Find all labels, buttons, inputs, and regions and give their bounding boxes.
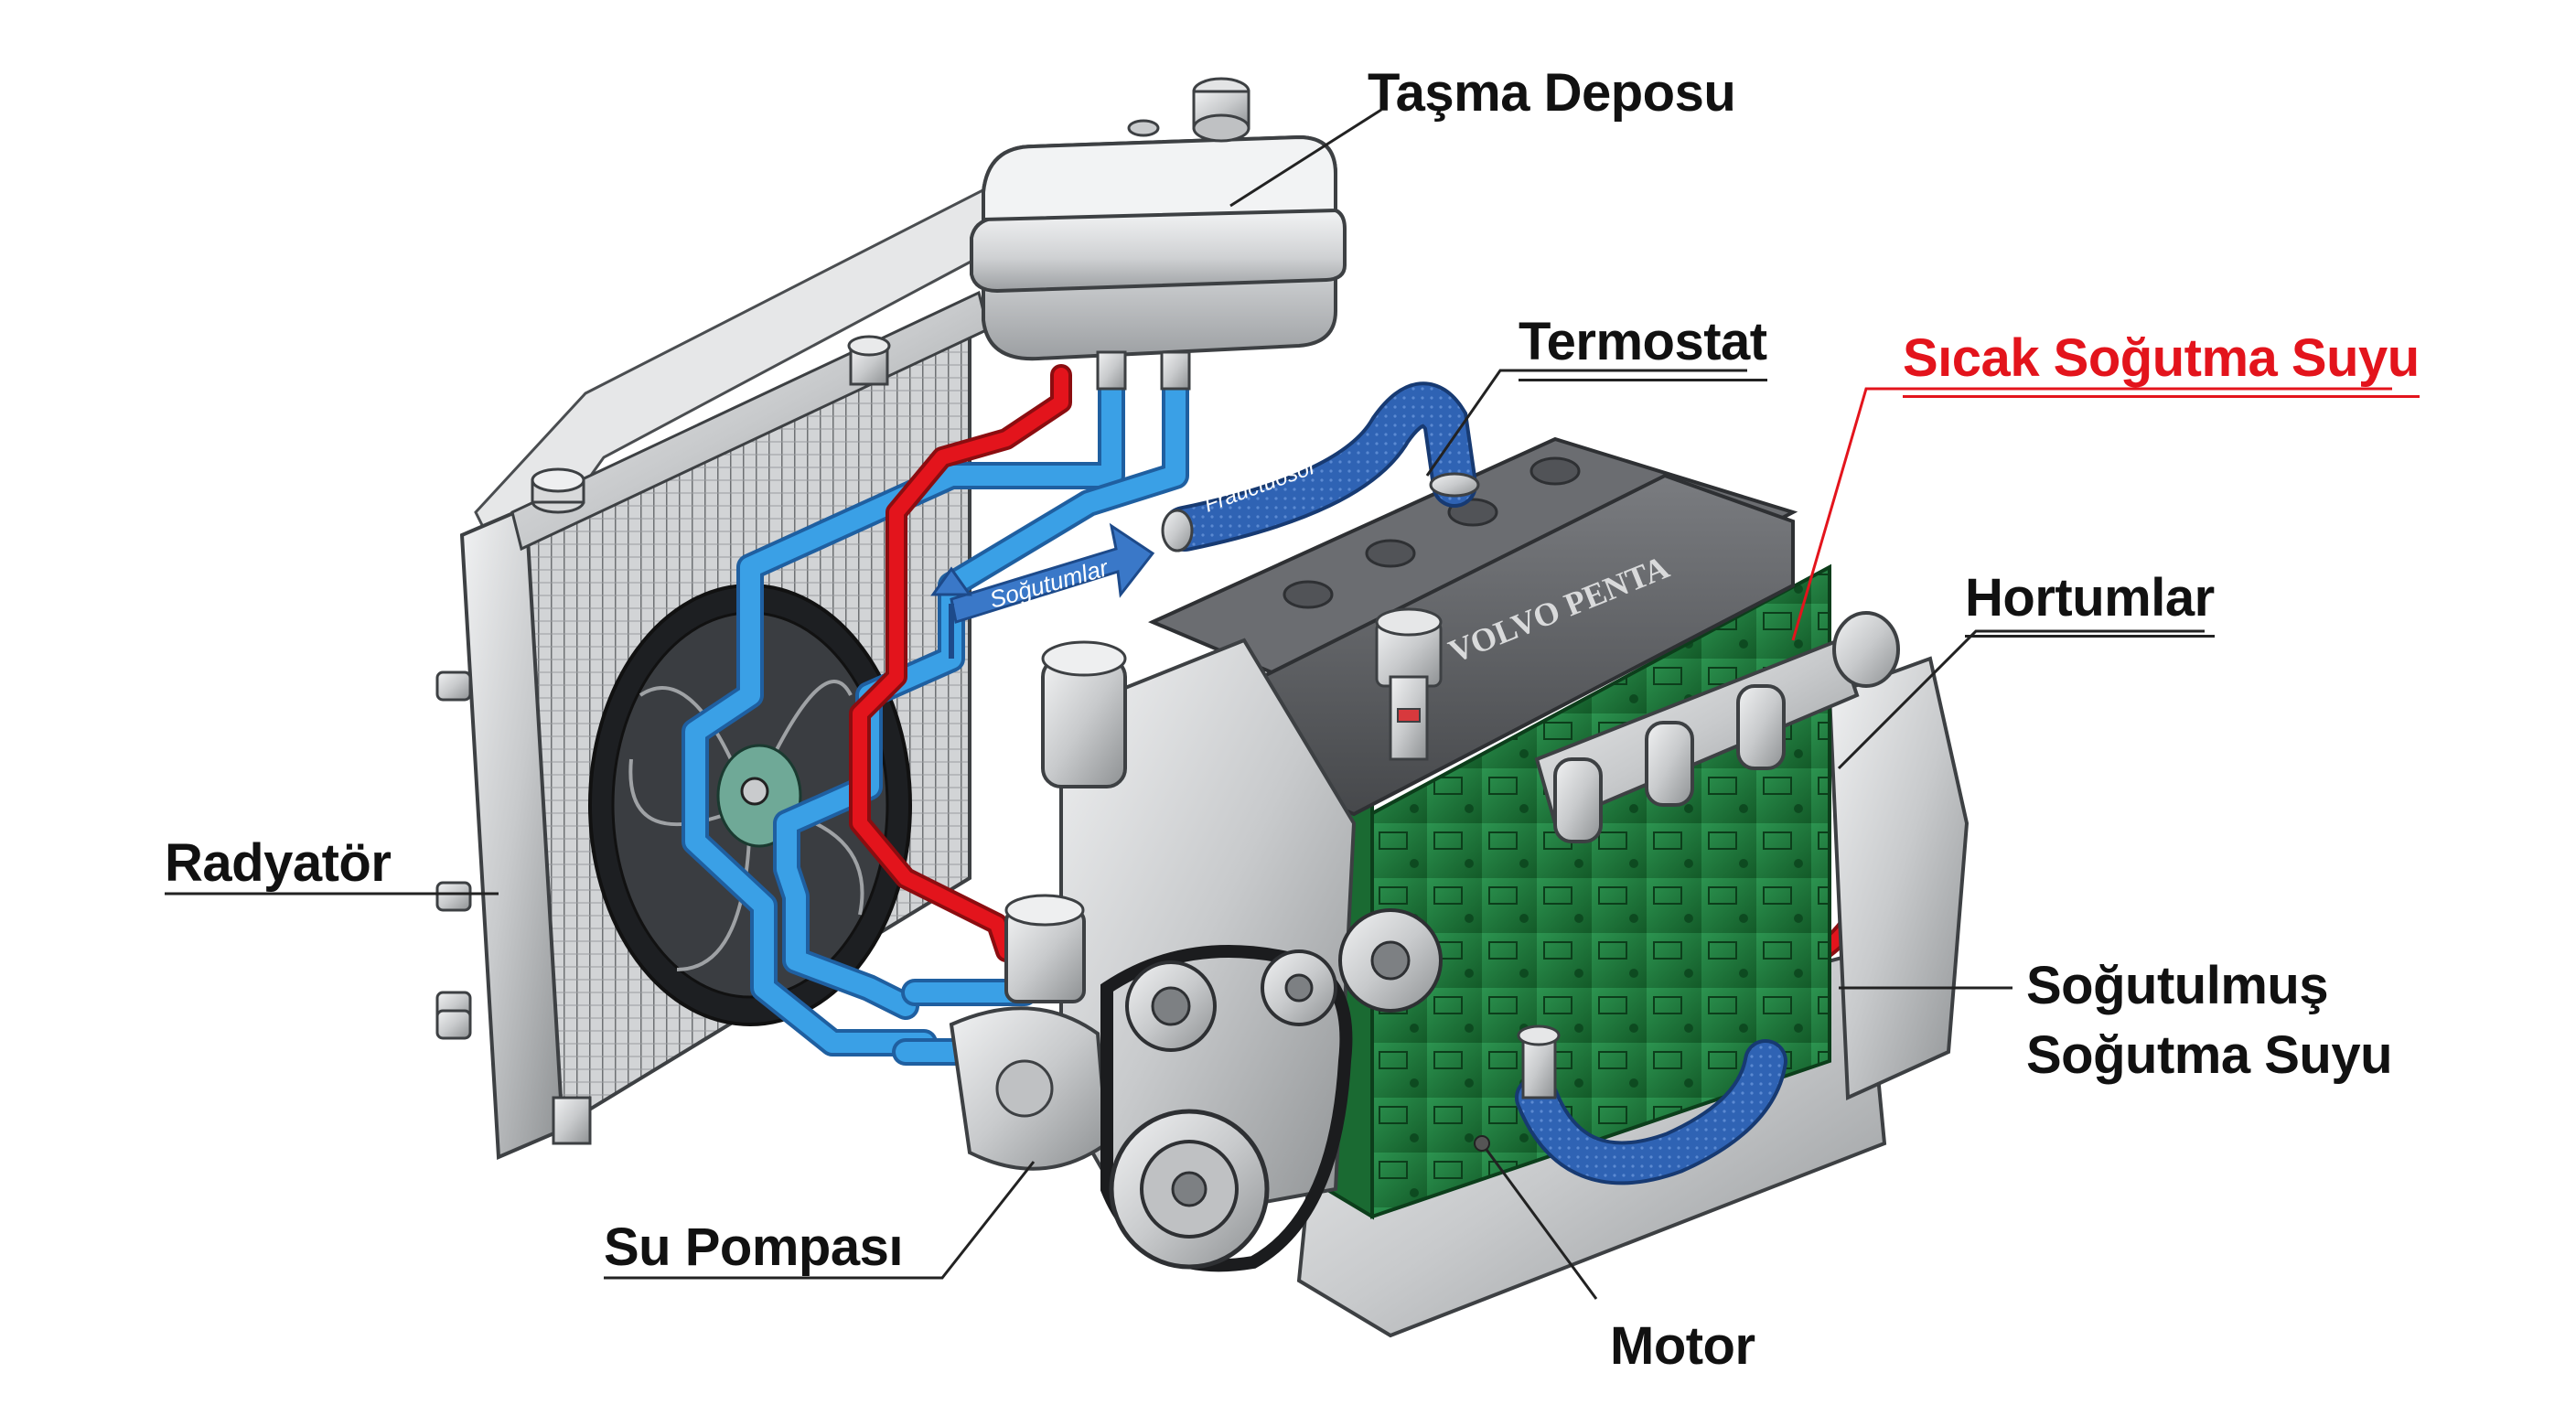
- thermostat-icon: [1375, 607, 1443, 761]
- engine-icon: VOLVO PENTA: [1041, 436, 1970, 1338]
- label-water-pump: Su Pompası: [604, 1217, 903, 1278]
- label-hoses: Hortumlar: [1965, 567, 2215, 638]
- fan-icon: [588, 584, 912, 1026]
- label-radiator: Radyatör: [165, 832, 392, 894]
- label-cooled-coolant: Soğutulmuş Soğutma Suyu: [2026, 951, 2393, 1090]
- leader-lines: [165, 108, 2392, 1300]
- motor-marker: [1474, 1135, 1490, 1152]
- label-water-pump-text: Su Pompası: [604, 1217, 903, 1277]
- tank-icon: [970, 77, 1347, 391]
- label-engine: Motor: [1610, 1315, 1755, 1377]
- belt-icon: [1100, 908, 1443, 1272]
- label-thermostat-underline: [1519, 379, 1767, 381]
- label-hot-coolant-text: Sıcak Soğutma Suyu: [1903, 328, 2420, 388]
- label-thermostat-text: Termostat: [1519, 312, 1767, 371]
- label-hot-coolant-underline: [1903, 395, 2420, 398]
- label-radiator-text: Radyatör: [165, 833, 392, 893]
- label-cooled-coolant-line2: Soğutma Suyu: [2026, 1025, 2393, 1085]
- cold-coolant-pipes: [682, 361, 1189, 1066]
- label-expansion-tank: Taşma Deposu: [1368, 62, 1736, 123]
- label-cooled-coolant-line1: Soğutulmuş: [2026, 956, 2329, 1015]
- label-expansion-tank-text: Taşma Deposu: [1368, 63, 1736, 123]
- label-engine-text: Motor: [1610, 1316, 1755, 1376]
- label-hot-coolant: Sıcak Soğutma Suyu: [1903, 327, 2420, 398]
- label-thermostat: Termostat: [1519, 311, 1767, 381]
- pump-icon: [949, 894, 1110, 1171]
- label-hoses-text: Hortumlar: [1965, 568, 2215, 627]
- label-hoses-underline: [1965, 635, 2215, 638]
